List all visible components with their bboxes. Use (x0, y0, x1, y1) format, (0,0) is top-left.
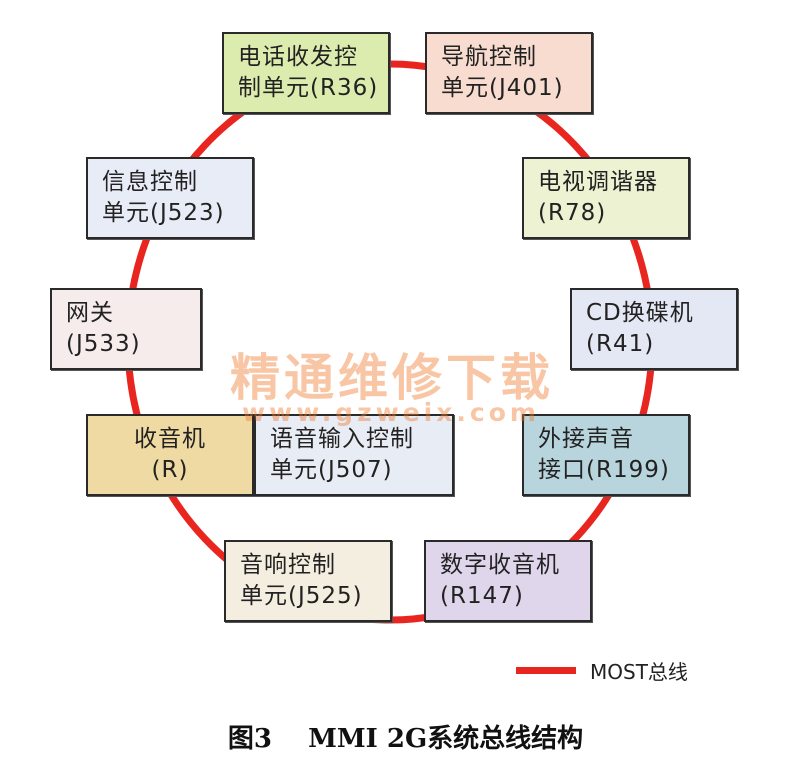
node-label: CD换碟机 (586, 300, 694, 326)
node-label: 收音机 (134, 426, 206, 452)
node-label: (R147) (440, 583, 524, 609)
node-label: 电话收发控 (238, 44, 358, 70)
legend-bus-swatch (516, 667, 576, 674)
node-label: (R) (151, 457, 189, 483)
node-digital-radio: 数字收音机 (R147) (424, 540, 592, 622)
node-label: 外接声音 (538, 426, 634, 452)
node-info-control-unit: 信息控制 单元(J523) (86, 157, 254, 239)
figure-caption: 图3 MMI 2G系统总线结构 (227, 724, 584, 754)
node-cd-changer: CD换碟机 (R41) (570, 288, 738, 370)
watermark-title: 精通维修下载 (230, 348, 554, 407)
node-label: 数字收音机 (440, 552, 560, 578)
legend-label: MOST总线 (590, 660, 688, 684)
node-label: 网关 (66, 300, 114, 326)
node-audio-control-unit: 音响控制 单元(J525) (224, 540, 392, 622)
node-label: 制单元(R36) (238, 75, 379, 101)
node-label: 语音输入控制 (270, 426, 414, 452)
node-label: 导航控制 (441, 44, 537, 70)
node-tv-tuner: 电视调谐器 (R78) (522, 157, 690, 239)
node-label: 单元(J525) (240, 583, 363, 609)
node-phone-control-unit: 电话收发控 制单元(R36) (222, 32, 390, 114)
node-voice-input-control-unit: 语音输入控制 单元(J507) (254, 414, 454, 496)
node-label: 接口(R199) (538, 457, 670, 483)
node-label: 单元(J523) (102, 200, 225, 226)
node-gateway: 网关 (J533) (50, 288, 202, 370)
node-label: (R78) (538, 200, 607, 226)
legend: MOST总线 (516, 656, 688, 685)
node-radio: 收音机 (R) (86, 414, 254, 496)
watermark-url: www.gzweix.com (242, 398, 540, 427)
node-label: (J533) (66, 331, 141, 357)
node-label: 音响控制 (240, 552, 336, 578)
node-label: 单元(J507) (270, 457, 393, 483)
node-label: (R41) (586, 331, 655, 357)
node-label: 电视调谐器 (538, 169, 658, 195)
node-navigation-control-unit: 导航控制 单元(J401) (425, 32, 593, 114)
node-label: 信息控制 (102, 169, 198, 195)
node-external-audio-interface: 外接声音 接口(R199) (522, 414, 690, 496)
node-label: 单元(J401) (441, 75, 564, 101)
